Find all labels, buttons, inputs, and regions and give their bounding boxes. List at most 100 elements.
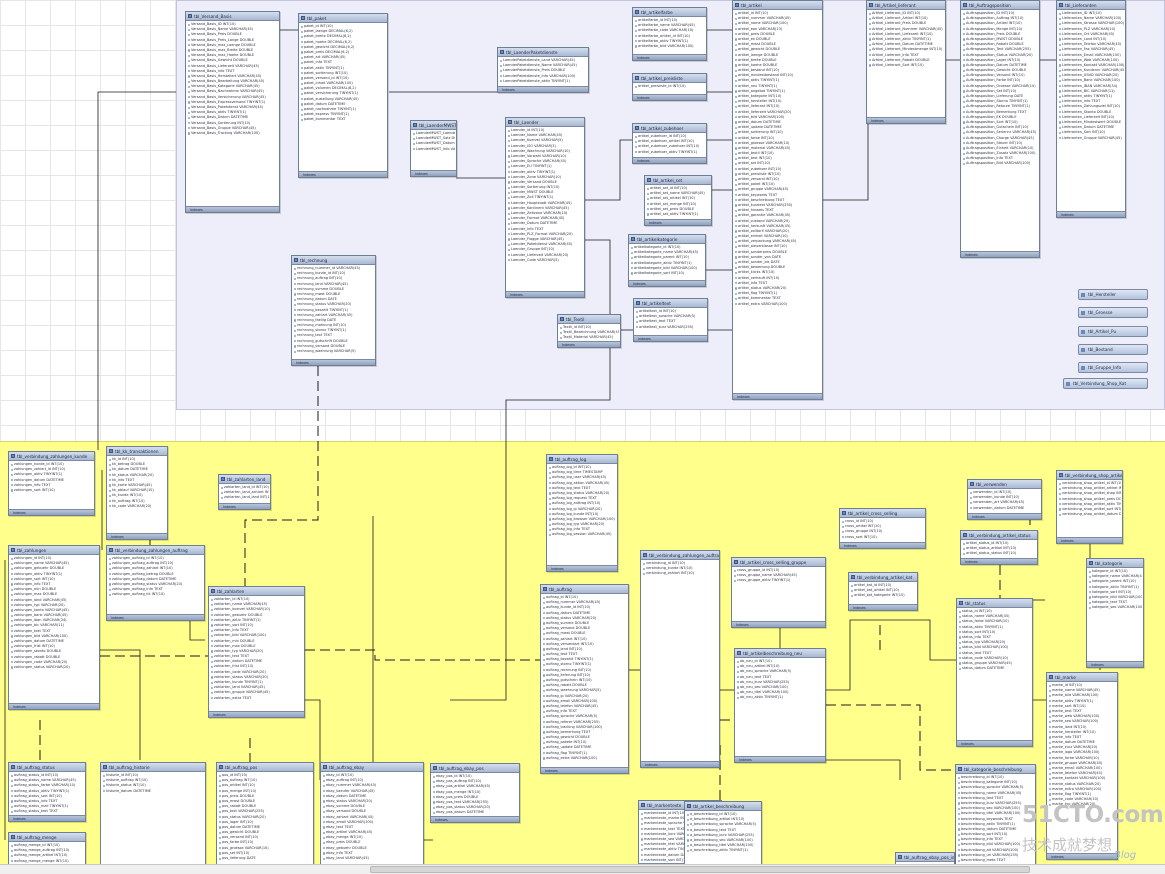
table-column[interactable]: artikel_set_artikel INT(10)	[646, 196, 710, 201]
table-column[interactable]: zahlungen_kunde_id INT(10)	[10, 462, 93, 467]
table-column[interactable]: auftrag_summe DOUBLE	[542, 621, 627, 626]
table-header[interactable]: tbl_verbindung_shop_artikel_artikel	[1057, 471, 1122, 480]
table-column[interactable]: a_beschreibung_artikel INT(10)	[686, 817, 760, 822]
table-column[interactable]: Lieferanten_Datum DATETIME	[1058, 125, 1124, 130]
table-column[interactable]: zahlungen_zahlart_id INT(10)	[10, 467, 93, 472]
table-column[interactable]: verbindung_shop_artikel_datum DATETIME	[1058, 512, 1121, 517]
table-column[interactable]: a_beschreibung_titel VARCHAR(100)	[686, 843, 760, 848]
table-column[interactable]: Lieferanten_Telefon VARCHAR(45)	[1058, 42, 1124, 47]
table-column[interactable]: kk_datum DATETIME	[108, 467, 166, 472]
table-column[interactable]: beschreibung_meta TEXT	[957, 858, 1034, 863]
table-header[interactable]: tbl_marke	[1047, 673, 1117, 682]
table-column[interactable]: Laender_PLZ_Format VARCHAR(20)	[507, 232, 583, 237]
table-column[interactable]: Auftragsposition_EK DOUBLE	[962, 115, 1038, 120]
table-column[interactable]: Auftragsposition_Farbe INT(10)	[962, 78, 1038, 83]
table-column[interactable]: rechnung_text TEXT	[293, 333, 374, 338]
table-column[interactable]: artikelkategorie_aktiv TINYINT(1)	[630, 261, 704, 266]
table-tbl-verbindung-shop-artikel-artikel[interactable]: tbl_verbindung_shop_artikel_artikelverbi…	[1056, 470, 1123, 544]
view-tbl-verbindung-shop-kat[interactable]: tbl_Verbindung_Shop_Kat	[1063, 378, 1148, 389]
table-column[interactable]: zahlungen_aktiv TINYINT(1)	[10, 572, 98, 577]
table-column[interactable]: ab_neu_aktiv TINYINT(1)	[736, 695, 824, 700]
table-column[interactable]: artikel_status_id INT(10)	[962, 541, 1036, 546]
table-column[interactable]: ebay_pos_id INT(10)	[432, 774, 518, 779]
table-column[interactable]: marke_email VARCHAR(100)	[1048, 766, 1116, 771]
table-column[interactable]: auftrag_log_typ VARCHAR(20)	[548, 522, 616, 527]
table-column[interactable]: Lieferanten_Info TEXT	[1058, 99, 1124, 104]
table-column[interactable]: pos_rabatt DOUBLE	[218, 804, 312, 809]
table-column[interactable]: verbindung_shop_artikel_artikel INT(10)	[1058, 486, 1121, 491]
table-column[interactable]: a_beschreibung_seo VARCHAR(100)	[686, 838, 760, 843]
table-column[interactable]: artikel_steuerklasse INT(10)	[734, 244, 821, 249]
table-column[interactable]: Laender_id INT(10)	[507, 128, 583, 133]
table-header[interactable]: tbl_verwenden	[968, 480, 1041, 489]
table-column[interactable]: artikel_zubehoer_artikel INT(10)	[634, 139, 705, 144]
table-column[interactable]: beschreibung_kurz VARCHAR(255)	[957, 801, 1034, 806]
table-column[interactable]: marke_web VARCHAR(100)	[1048, 714, 1116, 719]
table-column[interactable]: zahlungen_datum DATETIME	[10, 639, 98, 644]
table-column[interactable]: artikel_extra VARCHAR(100)	[734, 302, 821, 307]
table-column[interactable]: artikel_sonderpreis DOUBLE	[734, 250, 821, 255]
table-column[interactable]: zahlungen_auftrag_auftrag INT(10)	[108, 561, 203, 566]
table-column[interactable]: Versand_Basis_Herstellart VARCHAR(45)	[187, 74, 278, 79]
table-column[interactable]: marke_hersteller INT(10)	[1048, 730, 1116, 735]
table-column[interactable]: auftrag_log_text TEXT	[548, 486, 616, 491]
table-header[interactable]: tbl_artikel	[733, 1, 822, 10]
table-column[interactable]: auftrag_ip VARCHAR(20)	[542, 694, 627, 699]
table-column[interactable]: LaenderMWST_Satz DOUBLE	[412, 136, 455, 141]
table-header[interactable]: tbl_status	[957, 599, 1032, 608]
table-column[interactable]: Versand_Basis_Lieferzeit VARCHAR(45)	[187, 64, 278, 69]
table-column[interactable]: ebay_info TEXT	[322, 851, 422, 856]
table-column[interactable]: status_sort INT(10)	[958, 630, 1031, 635]
table-column[interactable]: Auftragsposition_ID INT(10)	[962, 11, 1038, 16]
table-column[interactable]: artikel_beschreibung TEXT	[734, 198, 821, 203]
table-column[interactable]: zahlarten_land_zahlart INT(10)	[220, 490, 269, 495]
table-column[interactable]: ab_neu_kurz VARCHAR(255)	[736, 680, 824, 685]
table-column[interactable]: artikel_set_menge INT(10)	[646, 202, 710, 207]
table-column[interactable]: zahlungen_bank VARCHAR(45)	[10, 613, 98, 618]
table-column[interactable]: cross_gruppe_name VARCHAR(45)	[733, 573, 824, 578]
table-column[interactable]: cross_gruppe_id INT(10)	[733, 568, 824, 573]
table-column[interactable]: verbindung_id INT(10)	[642, 561, 718, 566]
table-indexes-bar[interactable]: Indexes	[634, 335, 707, 341]
table-header[interactable]: tbl_auftrag_log	[547, 455, 617, 464]
table-column[interactable]: Textil_id INT(10)	[559, 325, 619, 330]
table-column[interactable]: a_beschreibung_text TEXT	[686, 828, 760, 833]
table-column[interactable]: ebay_email VARCHAR(100)	[322, 820, 422, 825]
table-column[interactable]: artikelfarbe_aktiv TINYINT(1)	[634, 39, 705, 44]
table-column[interactable]: zahlarten_kuerzel VARCHAR(10)	[210, 607, 303, 612]
table-column[interactable]: Auftragsposition_Auftrag INT(10)	[962, 16, 1038, 21]
table-column[interactable]: marke_telefon VARCHAR(45)	[1048, 771, 1116, 776]
table-column[interactable]: auftrag_status_aktiv TINYINT(1)	[10, 789, 84, 794]
table-column[interactable]: zahlungen_datum DATETIME	[10, 478, 93, 483]
table-column[interactable]: artikel_lieferant INT(10)	[734, 104, 821, 109]
table-column[interactable]: Lieferanten_Zahlungsziel INT(10)	[1058, 104, 1124, 109]
table-column[interactable]: Versand_Basis_aktiv TINYINT(1)	[187, 110, 278, 115]
table-column[interactable]: pos_menge INT(10)	[218, 789, 312, 794]
table-column[interactable]: artikel_gruppe VARCHAR(45)	[734, 187, 821, 192]
table-column[interactable]: Laender_Gruppe INT(10)	[507, 247, 583, 252]
table-column[interactable]: marke_logo VARCHAR(100)	[1048, 750, 1116, 755]
table-indexes-bar[interactable]: Indexes	[498, 86, 588, 92]
table-header[interactable]: tbl_artikel_beschreibung	[685, 802, 761, 811]
table-column[interactable]: Versand_Basis_Gewicht DOUBLE	[187, 58, 278, 63]
table-column[interactable]: artikelkategorie_parent INT(10)	[630, 255, 704, 260]
table-column[interactable]: beschreibung_info TEXT	[957, 837, 1034, 842]
table-column[interactable]: Auftragsposition_Status VARCHAR(20)	[962, 53, 1038, 58]
table-column[interactable]: artikelfarbe_code VARCHAR(10)	[634, 28, 705, 33]
table-column[interactable]: auftrag_info TEXT	[542, 709, 627, 714]
table-column[interactable]: ebay_menge INT(10)	[322, 835, 422, 840]
table-column[interactable]: artikel_angebot TINYINT(1)	[734, 89, 821, 94]
table-column[interactable]: pos_versand INT(10)	[218, 835, 312, 840]
table-column[interactable]: artikel_preisliste_id INT(10)	[634, 84, 705, 89]
table-column[interactable]: auftrag_pakete INT(10)	[542, 740, 627, 745]
table-column[interactable]: Versand_Basis_max_Breite DOUBLE	[187, 48, 278, 53]
table-column[interactable]: zahlungen_land VARCHAR(45)	[10, 598, 98, 603]
